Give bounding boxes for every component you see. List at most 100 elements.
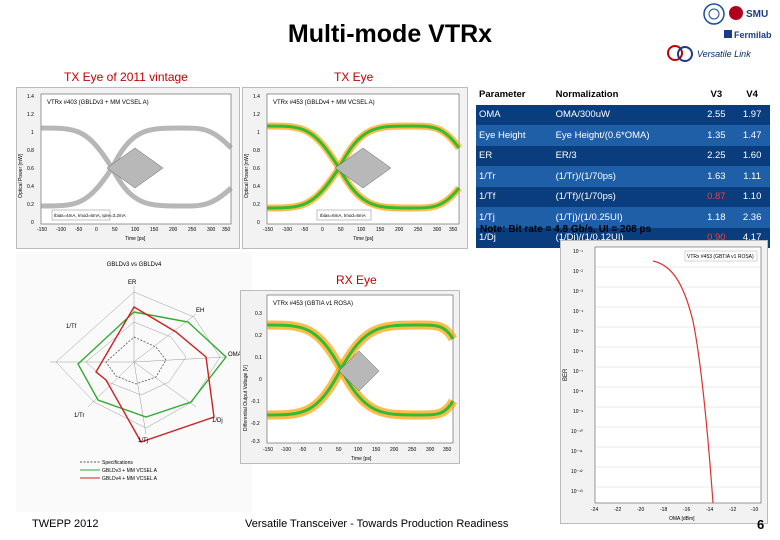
svg-text:200: 200: [169, 227, 178, 233]
svg-text:0.6: 0.6: [27, 166, 34, 172]
header-parameter: Parameter: [476, 84, 553, 105]
versatile-link-logo-icon: [667, 45, 693, 62]
svg-text:0: 0: [95, 227, 98, 233]
radar-series-v3: [77, 311, 227, 418]
svg-text:350: 350: [222, 227, 231, 233]
svg-text:-50: -50: [301, 227, 308, 233]
svg-text:1.4: 1.4: [253, 94, 260, 100]
svg-text:50: 50: [112, 227, 118, 233]
svg-text:-50: -50: [299, 447, 306, 453]
svg-text:-150: -150: [37, 227, 47, 233]
rx-xlabel: Time [ps]: [351, 456, 372, 462]
ber-xlabel: OMA [dBm]: [669, 516, 695, 522]
ber-xticks: -24 -22 -20 -18 -16 -14 -12 -10: [591, 507, 758, 513]
svg-text:10⁻²: 10⁻²: [573, 269, 583, 275]
svg-text:10⁻⁹: 10⁻⁹: [573, 409, 583, 415]
svg-text:1: 1: [31, 130, 34, 136]
radar-series-spec: [105, 336, 167, 385]
radar-series-v4: [95, 306, 215, 443]
tx-2011-xticks: -150 -100 -50 0 50 100 150 200 250 300 3…: [37, 227, 231, 233]
svg-text:OMA: OMA: [228, 352, 242, 358]
ber-curve: [652, 260, 714, 504]
svg-text:0: 0: [319, 447, 322, 453]
smu-wordmark: SMU: [746, 9, 768, 20]
smu-logo: [729, 6, 743, 20]
cern-logo: [703, 3, 725, 25]
svg-text:10⁻¹: 10⁻¹: [573, 249, 583, 255]
svg-text:1/Tr: 1/Tr: [74, 413, 84, 419]
svg-text:10⁻⁴: 10⁻⁴: [573, 309, 583, 315]
ber-legend: VTRx #453 (GBTIA v1 ROSA): [687, 254, 754, 260]
ber-plot: VTRx #453 (GBTIA v1 ROSA) 10⁻¹ 10⁻² 10⁻³…: [560, 240, 768, 524]
svg-text:300: 300: [426, 447, 435, 453]
svg-text:150: 150: [376, 227, 385, 233]
svg-text:ER: ER: [128, 280, 137, 286]
svg-text:350: 350: [449, 227, 458, 233]
rx-ylabel: Differential Output Voltage [V]: [243, 365, 249, 431]
rx-eye-mask: [338, 350, 380, 392]
svg-text:100: 100: [354, 447, 363, 453]
tx-new-legend: VTRx #453 (GBLDv4 + MM VCSEL A): [273, 100, 375, 106]
fermilab-logo: [724, 30, 732, 38]
brand-label: Versatile Link: [697, 49, 751, 59]
svg-text:Specifications: Specifications: [102, 460, 133, 466]
svg-text:-16: -16: [683, 507, 690, 513]
svg-text:GBLDv4 + MM VCSEL A: GBLDv4 + MM VCSEL A: [102, 476, 158, 482]
rx-legend: VTRx #453 (GBTIA v1 ROSA): [273, 301, 353, 307]
svg-text:10⁻¹¹: 10⁻¹¹: [571, 449, 583, 455]
svg-text:0.8: 0.8: [253, 148, 260, 154]
svg-text:-22: -22: [614, 507, 621, 513]
svg-text:10⁻¹⁰: 10⁻¹⁰: [571, 429, 583, 435]
svg-text:10⁻⁸: 10⁻⁸: [573, 389, 583, 395]
svg-text:0.2: 0.2: [255, 333, 262, 339]
svg-text:250: 250: [414, 227, 423, 233]
svg-text:0: 0: [257, 220, 260, 226]
svg-text:EH: EH: [196, 308, 204, 314]
rx-eye-label: RX Eye: [336, 273, 377, 287]
svg-text:10⁻¹²: 10⁻¹²: [571, 469, 583, 475]
svg-text:0.2: 0.2: [253, 202, 260, 208]
partner-logos: SMU Fermilab: [703, 3, 772, 40]
header-v3: V3: [698, 84, 735, 105]
svg-text:0.4: 0.4: [253, 184, 260, 190]
tx-2011-xlabel: Time [ps]: [125, 236, 146, 242]
svg-text:350: 350: [443, 447, 452, 453]
svg-text:0.2: 0.2: [27, 202, 34, 208]
tx-eye-label: TX Eye: [334, 70, 374, 84]
tx-new-annotation: Ibias=6mA, Imod=6mA: [320, 213, 366, 218]
svg-text:10⁻⁷: 10⁻⁷: [573, 369, 583, 375]
tx-2011-label: TX Eye of 2011 vintage: [64, 70, 188, 84]
svg-text:0.1: 0.1: [255, 355, 262, 361]
svg-text:1/Tf: 1/Tf: [66, 324, 77, 330]
rx-xticks: -150 -100 -50 0 50 100 150 200 250 300 3…: [263, 447, 452, 453]
tx-new-eye-traces: [266, 122, 462, 212]
radar-legend: Specifications GBLDv3 + MM VCSEL A GBLDv…: [80, 460, 158, 482]
radar-chart: GBLDv3 vs GBLDv4 ER EH OMA 1/Dj 1/Tj 1/T…: [16, 252, 252, 512]
svg-text:1: 1: [257, 130, 260, 136]
slide-title: Multi-mode VTRx: [287, 20, 493, 48]
svg-text:GBLDv3 + MM VCSEL A: GBLDv3 + MM VCSEL A: [102, 468, 158, 474]
ber-grid: [595, 266, 761, 488]
svg-text:1.2: 1.2: [253, 112, 260, 118]
svg-text:0: 0: [321, 227, 324, 233]
svg-text:10⁻⁵: 10⁻⁵: [573, 329, 583, 335]
tx-2011-yticks: 1.4 1.2 1 0.8 0.6 0.4 0.2 0: [27, 94, 34, 226]
svg-text:50: 50: [338, 227, 344, 233]
ber-yticks: 10⁻¹ 10⁻² 10⁻³ 10⁻⁴ 10⁻⁵ 10⁻⁶ 10⁻⁷ 10⁻⁸ …: [571, 249, 583, 495]
radar-grid: [50, 286, 227, 435]
svg-text:1/Tj: 1/Tj: [138, 438, 148, 444]
tx-new-xlabel: Time [ps]: [353, 236, 374, 242]
svg-text:-150: -150: [263, 447, 273, 453]
tx-2011-annotation: Ibias=4mA, Imod=6mA, Ipre=3.2mA: [54, 213, 126, 218]
ber-ylabel: BER: [563, 368, 569, 381]
svg-text:150: 150: [372, 447, 381, 453]
tx-new-eye-mask: [334, 147, 392, 189]
bitrate-note: Note: Bit rate = 4.8 Gb/s, UI = 208 ps: [480, 224, 652, 235]
tx-2011-eye-traces: [40, 125, 233, 209]
svg-text:0.6: 0.6: [253, 166, 260, 172]
svg-text:0: 0: [31, 220, 34, 226]
svg-text:1.2: 1.2: [27, 112, 34, 118]
svg-text:-14: -14: [706, 507, 713, 513]
svg-text:-100: -100: [56, 227, 66, 233]
